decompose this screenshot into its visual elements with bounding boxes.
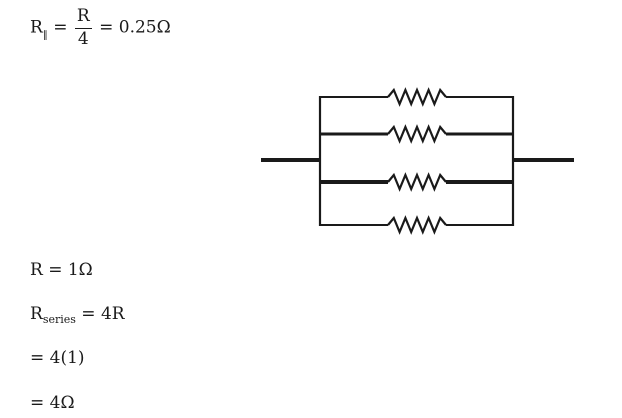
resistor-zigzag xyxy=(387,172,447,192)
equals-sign: = xyxy=(53,17,68,38)
fraction-denominator: 4 xyxy=(77,28,89,49)
resistor-zigzag xyxy=(387,215,447,235)
series-rhs: = 4R xyxy=(75,304,125,324)
equation-series-resistance: Rseries = 4R xyxy=(30,304,125,326)
resistor-zigzag xyxy=(387,124,447,144)
equation-final-result: = 4Ω xyxy=(30,393,75,413)
equation-parallel-resistance: R∥ = R 4 = 0.25Ω xyxy=(30,6,171,49)
resistor-zigzag xyxy=(387,87,447,107)
branch-1 xyxy=(320,87,513,107)
equation-resistance-value: R = 1Ω xyxy=(30,260,93,280)
parallel-result: 0.25Ω xyxy=(118,17,171,38)
parallel-subscript: ∥ xyxy=(42,29,48,41)
fraction: R 4 xyxy=(74,6,92,49)
branch-4 xyxy=(320,215,513,235)
equation-substitution-step: = 4(1) xyxy=(30,348,85,368)
r-parallel-symbol: R xyxy=(30,17,43,38)
r-series-symbol: R xyxy=(30,304,43,324)
equals-sign-2: = xyxy=(99,17,114,38)
fraction-numerator: R xyxy=(74,6,92,29)
branch-2 xyxy=(320,124,513,144)
branch-3 xyxy=(320,172,513,192)
series-subscript: series xyxy=(42,313,76,326)
